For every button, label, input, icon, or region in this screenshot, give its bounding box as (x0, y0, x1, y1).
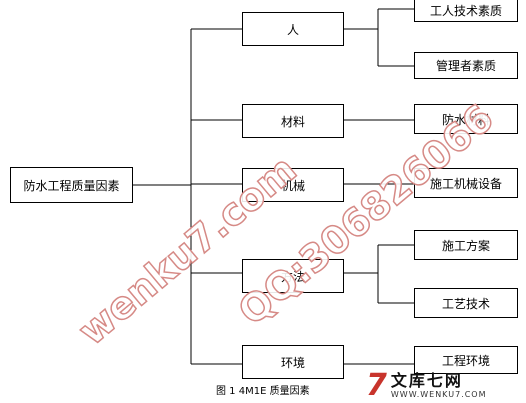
logo-name: 文库七网 (390, 371, 463, 390)
category-node-environment: 环境 (242, 345, 344, 379)
root-node-label: 防水工程质量因素 (23, 178, 120, 193)
category-node-label: 人 (286, 22, 299, 37)
category-node-label: 材料 (280, 114, 305, 129)
leaf-node-label: 工人技术素质 (429, 4, 502, 18)
logo-mark-icon: 7 (366, 368, 387, 403)
leaf-node: 管理者素质 (414, 52, 518, 79)
leaf-node: 防水材料 (414, 104, 518, 134)
leaf-node: 工艺技术 (414, 288, 518, 318)
category-node-people: 人 (242, 12, 344, 46)
logo-url: WWW.WENKU7.COM (390, 390, 487, 399)
leaf-node-label: 工艺技术 (441, 296, 490, 311)
leaf-node-label: 防水材料 (441, 112, 490, 127)
category-node-method: 方法 (242, 259, 344, 293)
leaf-node-label: 施工方案 (441, 238, 490, 253)
root-node: 防水工程质量因素 (10, 167, 133, 203)
leaf-node-label: 施工机械设备 (429, 176, 502, 191)
category-node-machine: 机械 (242, 168, 344, 202)
category-node-label: 环境 (280, 355, 305, 370)
leaf-node: 施工机械设备 (414, 168, 518, 198)
category-node-material: 材料 (242, 104, 344, 138)
figure-caption: 图 1 4M1E 质量因素 (216, 386, 310, 397)
leaf-node: 工程环境 (414, 346, 518, 374)
leaf-node-label: 工程环境 (441, 353, 490, 368)
category-node-label: 方法 (280, 269, 305, 284)
leaf-node-label: 管理者素质 (435, 59, 496, 73)
leaf-node: 工人技术素质 (414, 0, 518, 22)
site-logo: 7 文库七网 WWW.WENKU7.COM (366, 370, 524, 402)
leaf-node: 施工方案 (414, 230, 518, 260)
category-node-label: 机械 (280, 178, 305, 193)
